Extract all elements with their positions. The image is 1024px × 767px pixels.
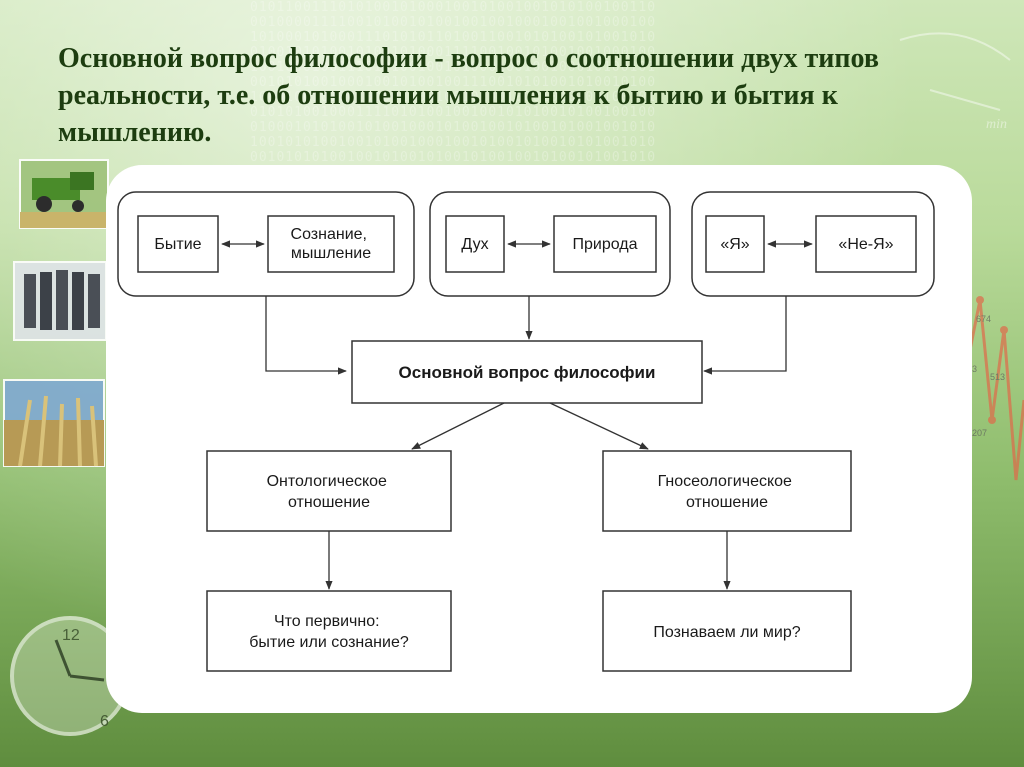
connector-group3-central [703,296,787,375]
node-question-gnoseology [602,590,852,672]
servers-thumbnail [13,261,107,341]
slide-title: Основной вопрос философии - вопрос о соо… [58,43,879,148]
node-ontology-label: Онтологическое отношение [267,473,392,511]
node-question-ontology-line-1: Что первично: [274,613,380,630]
node-bytie [137,215,219,273]
node-soznanie-line-1: Сознание, [291,226,367,243]
clock-number-12: 12 [62,627,80,644]
philosophy-diagram: Бытие Сознание, мышление Дух Природа «Я»… [117,191,935,672]
connector-group1-central [265,296,347,375]
node-question-ontology-label: Что первично: бытие или сознание? [249,613,409,651]
node-gnoseology [602,450,852,532]
arrow-central-ontology [411,402,505,450]
node-priroda [553,215,657,273]
chart-label-207: 207 [972,428,987,438]
group-box-3 [691,191,935,297]
node-question-gnoseology-label: Познаваем ли мир? [653,624,800,641]
node-ontology [206,450,452,532]
diagram-card: Бытие Сознание, мышление Дух Природа «Я»… [106,165,972,713]
node-gnoseology-line-1: Гносеологическое [658,473,792,490]
node-priroda-label: Природа [572,236,637,253]
node-soznanie-label: Сознание, мышление [291,226,372,262]
node-ne-ya [815,215,917,273]
node-dukh-label: Дух [461,236,488,253]
clock-number-6: 6 [100,713,109,730]
node-question-ontology-line-2: бытие или сознание? [249,634,409,651]
harvester-thumbnail [19,159,109,229]
node-ontology-line-2: отношение [288,494,370,511]
node-ontology-line-1: Онтологическое [267,473,387,490]
node-gnoseology-line-2: отношение [686,494,768,511]
arrow-central-gnoseology [549,402,649,450]
node-dukh [445,215,505,273]
chart-label-674: 674 [976,314,991,324]
node-central [351,340,703,404]
node-soznanie-line-2: мышление [291,245,371,262]
node-bytie-label: Бытие [154,236,201,253]
chart-label-513: 513 [990,372,1005,382]
wheat-thumbnail [3,379,105,467]
node-ne-ya-label: «Не-Я» [838,236,893,253]
node-soznanie [267,215,395,273]
node-ya-label: «Я» [720,236,749,253]
node-central-label: Основной вопрос философии [399,363,656,382]
node-ya [705,215,765,273]
group-box-2 [429,191,671,297]
node-question-ontology [206,590,452,672]
binary-pattern: 0101100111010100101000100101001001010100… [250,0,657,180]
node-gnoseology-label: Гносеологическое отношение [658,473,797,511]
